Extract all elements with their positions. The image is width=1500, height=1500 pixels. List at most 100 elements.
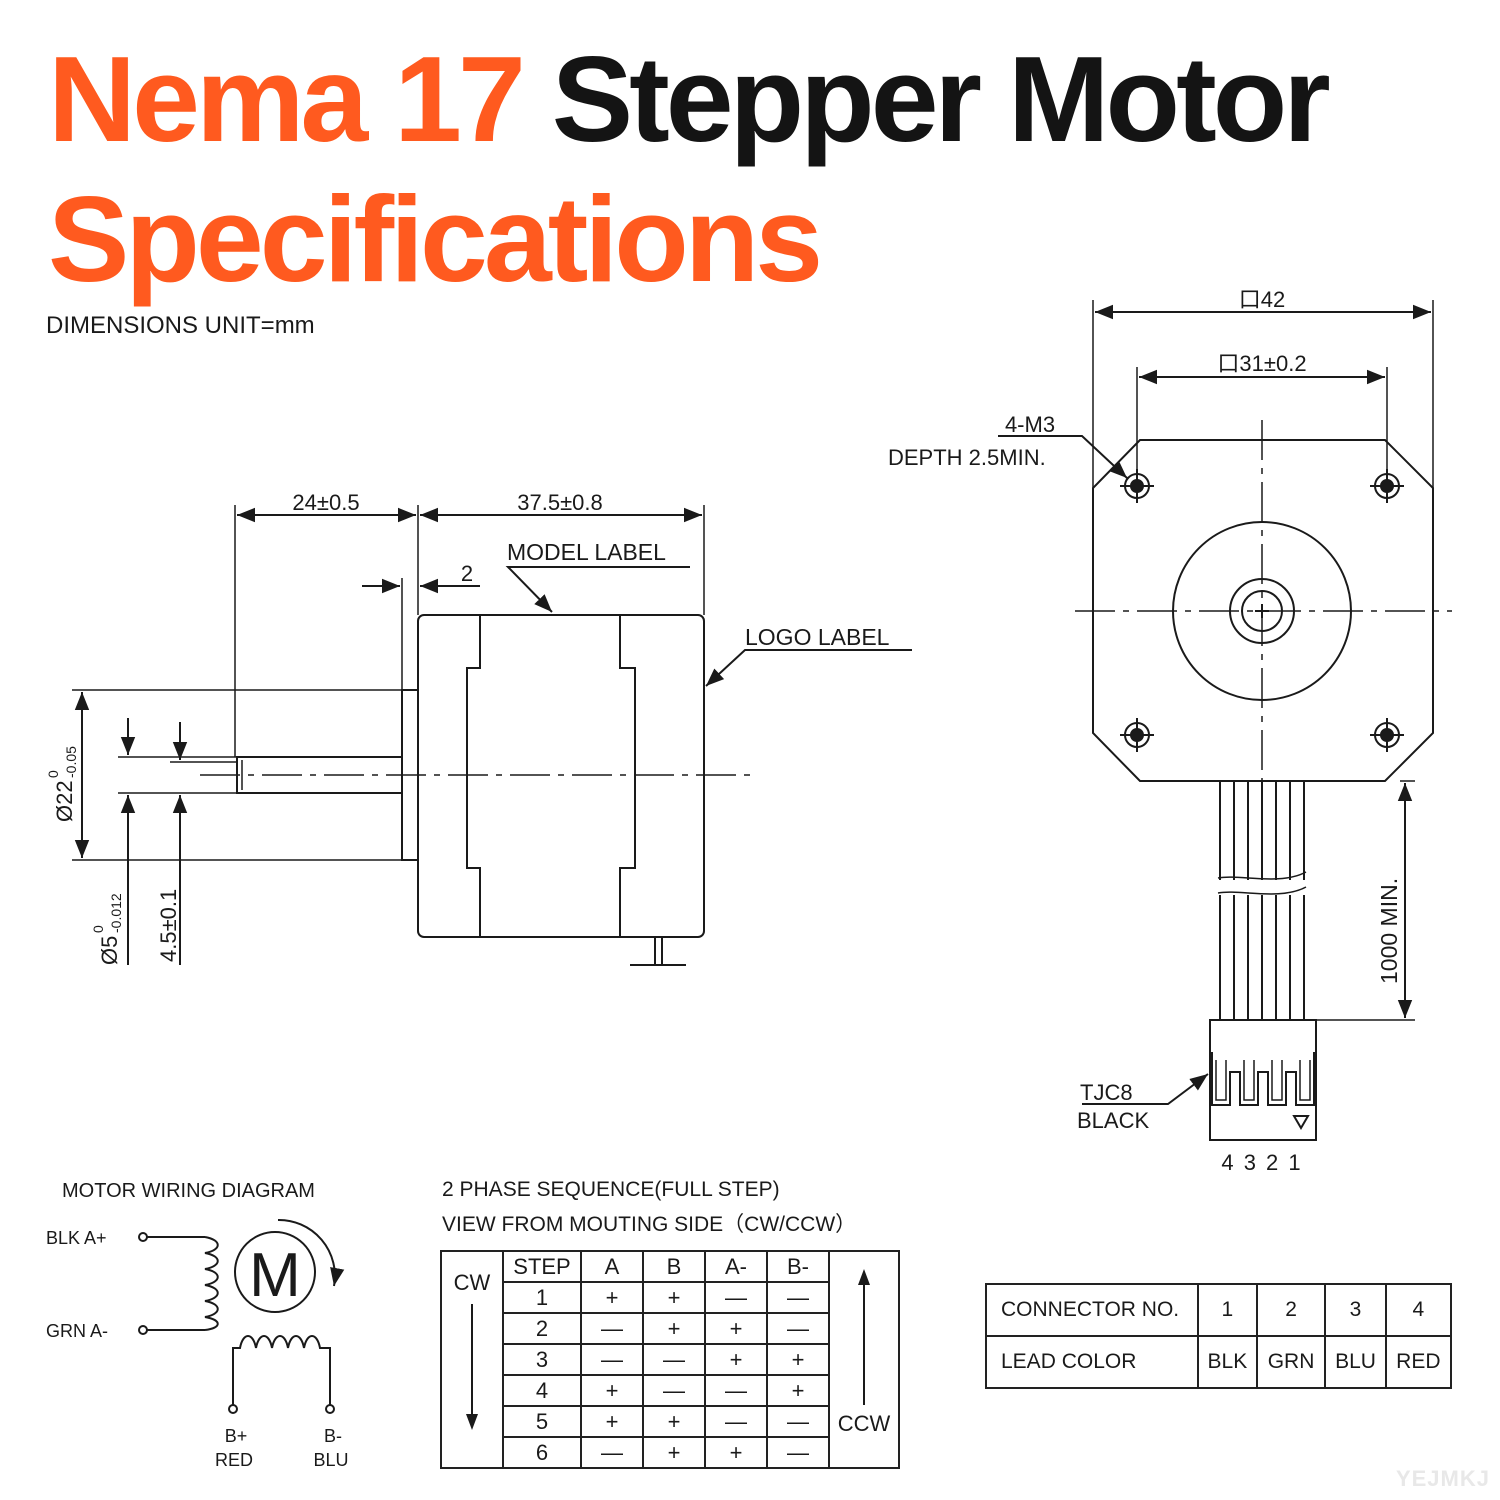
phase-cell: + xyxy=(642,1436,706,1469)
svg-text:0: 0 xyxy=(45,770,61,778)
lead-color-cell: BLK xyxy=(1197,1335,1258,1389)
dim-width: 口42 xyxy=(1239,287,1285,312)
logo-label-leader xyxy=(705,649,912,687)
wire-b-minus: B- xyxy=(324,1426,342,1446)
phase-cell: — xyxy=(704,1374,768,1407)
logo-label-text: LOGO LABEL xyxy=(745,624,890,650)
step-cell: 4 xyxy=(502,1374,582,1407)
dim-body-length: 37.5±0.8 xyxy=(517,490,602,515)
wire-a-minus: GRN A- xyxy=(46,1321,108,1341)
ccw-label: CCW xyxy=(837,1411,891,1436)
dim-flat: 4.5±0.1 xyxy=(156,889,181,962)
connector-no-cell: 3 xyxy=(1324,1283,1387,1337)
table-row: LEAD COLOR BLK GRN BLU RED xyxy=(985,1335,1453,1389)
lead-wires xyxy=(1217,781,1307,1020)
phase-cell: — xyxy=(642,1343,706,1376)
lead-color-label: LEAD COLOR xyxy=(985,1335,1199,1389)
svg-text:Ø5: Ø5 xyxy=(97,936,122,965)
connector-color: BLACK xyxy=(1077,1108,1149,1133)
connector-leader xyxy=(1082,1073,1209,1105)
step-cell: 6 xyxy=(502,1436,582,1469)
lead-color-cell: GRN xyxy=(1255,1335,1327,1389)
phase-cell: + xyxy=(580,1281,644,1314)
ccw-arrow-icon xyxy=(858,1269,870,1405)
title-specifications: Specifications xyxy=(48,171,823,307)
connector-no-cell: 1 xyxy=(1197,1283,1258,1337)
phase-cell: + xyxy=(766,1374,830,1407)
dimensions-unit-note: DIMENSIONS UNIT=mm xyxy=(46,312,315,339)
wire-b-plus-color: RED xyxy=(215,1450,253,1470)
phase-cell: — xyxy=(766,1436,830,1469)
motor-symbol-circle xyxy=(234,1231,316,1313)
lead-exit-stub xyxy=(630,937,686,966)
header-b: B xyxy=(642,1250,706,1283)
lead-color-cell: BLU xyxy=(1324,1335,1387,1389)
side-view xyxy=(72,505,912,966)
connector-no-label: CONNECTOR NO. xyxy=(985,1283,1199,1337)
title-stepper-motor: Stepper Motor xyxy=(551,31,1331,167)
rotation-arrow xyxy=(277,1218,345,1287)
table-row: 1 + + — — xyxy=(441,1281,899,1314)
wire-b-minus-color: BLU xyxy=(313,1450,348,1470)
model-label-text: MODEL LABEL xyxy=(507,539,666,565)
table-row: 3 — — + + xyxy=(441,1343,899,1376)
svg-text:-0.05: -0.05 xyxy=(63,746,79,778)
table-row: 2 — + + — xyxy=(441,1312,899,1345)
dim-shaft-diameter: Ø5 0 -0.012 xyxy=(90,893,124,965)
motor-symbol: M xyxy=(249,1241,301,1310)
motor-face xyxy=(1092,439,1434,782)
phase-title-line-2: VIEW FROM MOUTING SIDE（CW/CCW） xyxy=(442,1213,857,1236)
cw-label: CW xyxy=(453,1270,491,1295)
table-row: 5 + + — — xyxy=(441,1405,899,1438)
phase-cell: — xyxy=(704,1281,768,1314)
svg-text:Ø22: Ø22 xyxy=(52,780,77,822)
pin-numbers: 4 3 2 1 xyxy=(1221,1150,1302,1175)
dim-shaft-length: 24±0.5 xyxy=(292,490,359,515)
phase-title-line-1: 2 PHASE SEQUENCE(FULL STEP) xyxy=(442,1178,780,1201)
table-row: CW STEP A B A- B- CCW xyxy=(440,1250,900,1469)
page-title-line-1: Nema 17 Stepper Motor xyxy=(48,38,1331,160)
connector-pins xyxy=(1211,1052,1315,1106)
header-a-minus: A- xyxy=(704,1250,768,1283)
phase-cell: — xyxy=(704,1405,768,1438)
connector-body xyxy=(1209,1019,1317,1141)
lead-length: 1000 MIN. xyxy=(1376,878,1402,984)
terminal-a-plus xyxy=(138,1232,148,1242)
dim-hole-spacing: 口31±0.2 xyxy=(1217,351,1306,376)
header-b-minus: B- xyxy=(766,1250,830,1283)
cw-cell: CW xyxy=(440,1250,504,1469)
ccw-cell: CCW xyxy=(828,1250,900,1469)
connector-type: TJC8 xyxy=(1080,1080,1133,1105)
phase-cell: — xyxy=(766,1281,830,1314)
wiring-title: MOTOR WIRING DIAGRAM xyxy=(62,1180,315,1202)
wiring-diagram xyxy=(138,1218,345,1414)
table-row: 4 + — — + xyxy=(441,1374,899,1407)
mounting-holes xyxy=(1120,469,1404,752)
connector-no-cell: 4 xyxy=(1384,1283,1453,1337)
header-a: A xyxy=(580,1250,644,1283)
svg-text:-0.012: -0.012 xyxy=(108,893,124,933)
phase-cell: — xyxy=(580,1312,644,1345)
phase-cell: + xyxy=(704,1343,768,1376)
holes-spec: 4-M3 xyxy=(1005,412,1055,437)
terminal-b-plus xyxy=(228,1404,238,1414)
body-inner-profile-right xyxy=(619,615,636,937)
wire-b-plus: B+ xyxy=(225,1426,248,1446)
phase-cell: — xyxy=(580,1436,644,1469)
model-label-leader xyxy=(505,566,690,613)
phase-cell: — xyxy=(766,1312,830,1345)
phase-cell: — xyxy=(766,1405,830,1438)
phase-cell: + xyxy=(766,1343,830,1376)
terminal-a-minus xyxy=(138,1325,148,1335)
dim-boss-diameter: Ø22 0 -0.05 xyxy=(45,746,79,822)
wire-a-plus: BLK A+ xyxy=(46,1228,107,1248)
holes-depth: DEPTH 2.5MIN. xyxy=(888,445,1046,470)
phase-cell: + xyxy=(580,1374,644,1407)
coil-a xyxy=(204,1236,219,1331)
step-cell: 1 xyxy=(502,1281,582,1314)
lead-color-cell: RED xyxy=(1384,1335,1453,1389)
terminal-b-minus xyxy=(325,1404,335,1414)
phase-cell: + xyxy=(642,1405,706,1438)
cw-arrow-icon xyxy=(466,1304,478,1430)
